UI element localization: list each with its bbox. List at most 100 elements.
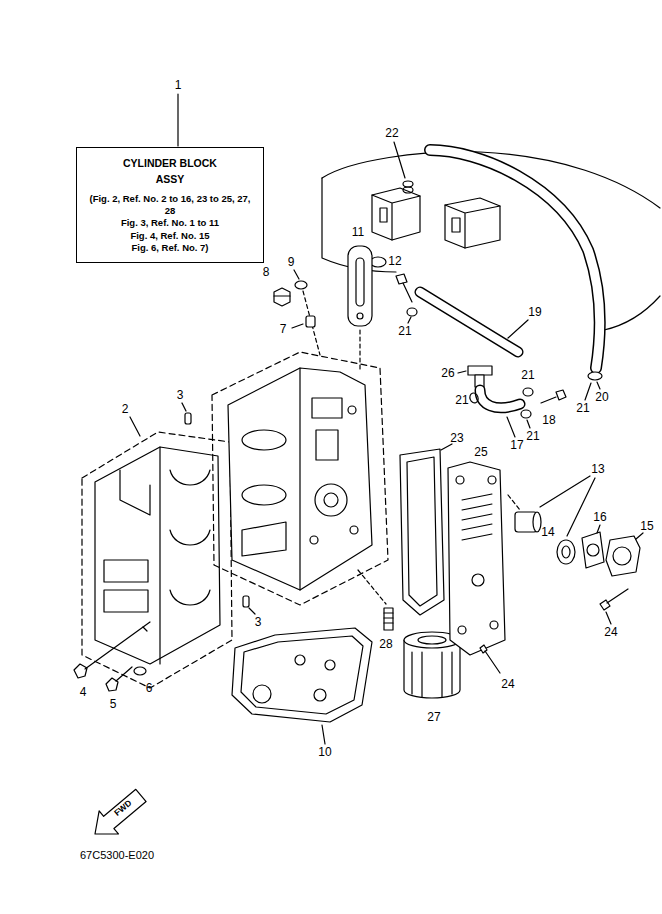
exhaust-cover bbox=[456, 476, 464, 484]
parts-illustration bbox=[74, 94, 660, 845]
cylinder-block bbox=[316, 430, 338, 460]
exhaust-cover bbox=[485, 651, 500, 673]
callout-number: 16 bbox=[593, 511, 606, 523]
hose bbox=[480, 390, 520, 408]
powerhead-top bbox=[452, 218, 460, 232]
powerhead-top bbox=[403, 187, 413, 193]
crankcase bbox=[95, 447, 220, 664]
t-joint bbox=[458, 371, 466, 373]
cylinder-block bbox=[212, 352, 388, 605]
bolt bbox=[541, 390, 566, 403]
exhaust-cover bbox=[462, 494, 492, 540]
cylinder-block bbox=[212, 352, 388, 605]
hose bbox=[430, 150, 600, 368]
cylinder-block bbox=[228, 368, 372, 590]
thermostat-cover bbox=[636, 533, 643, 539]
direction-arrow bbox=[85, 784, 150, 846]
direction-label: FWD bbox=[113, 799, 133, 818]
callout-number: 24 bbox=[501, 678, 514, 690]
oil-filter bbox=[421, 652, 422, 697]
bracket bbox=[359, 330, 360, 372]
bolt bbox=[541, 397, 556, 403]
gasket bbox=[400, 449, 444, 615]
dowel-pin bbox=[243, 596, 249, 607]
crankcase bbox=[170, 470, 210, 485]
hose bbox=[507, 417, 515, 437]
callout-number: 19 bbox=[528, 306, 541, 318]
stud bbox=[384, 608, 393, 630]
heading-text: CYLINDER BLOCK ASSY bbox=[114, 156, 226, 188]
washer bbox=[134, 667, 146, 675]
powerhead-top bbox=[403, 181, 413, 187]
gasket bbox=[232, 628, 372, 722]
exhaust-cover bbox=[448, 462, 520, 673]
hose bbox=[585, 383, 591, 400]
seal-ring bbox=[562, 546, 570, 558]
cylinder-block bbox=[242, 522, 286, 556]
callout-number: 14 bbox=[541, 526, 554, 538]
washer bbox=[134, 667, 146, 675]
crankcase bbox=[170, 590, 210, 605]
hose-clamp bbox=[527, 420, 530, 428]
bolt bbox=[74, 664, 87, 678]
hose bbox=[420, 292, 518, 352]
cylinder-block bbox=[315, 484, 347, 516]
seal-ring bbox=[557, 540, 575, 564]
bracket bbox=[357, 313, 363, 319]
bolt bbox=[403, 283, 412, 302]
callout-number: 17 bbox=[510, 439, 523, 451]
thermostat bbox=[567, 478, 595, 536]
gasket bbox=[582, 525, 604, 568]
hose bbox=[480, 390, 520, 408]
gasket bbox=[314, 689, 326, 701]
bolt bbox=[74, 622, 150, 691]
t-joint bbox=[458, 366, 492, 387]
callout-number: 21 bbox=[455, 394, 468, 406]
callout-number: 24 bbox=[604, 626, 617, 638]
callout-number: 28 bbox=[379, 638, 392, 650]
washer bbox=[295, 281, 307, 289]
gasket bbox=[253, 685, 271, 703]
hose bbox=[508, 320, 528, 338]
crankcase bbox=[82, 417, 232, 688]
cylinder-block bbox=[299, 368, 300, 590]
thermostat-cover bbox=[606, 536, 640, 576]
stud bbox=[384, 608, 393, 630]
callout-number: 4 bbox=[80, 686, 87, 698]
powerhead-top bbox=[604, 296, 660, 330]
crankcase bbox=[104, 560, 148, 582]
callout-number: 21 bbox=[526, 430, 539, 442]
cylinder-block bbox=[348, 406, 356, 414]
dowel-pin bbox=[182, 403, 186, 411]
crankcase bbox=[120, 470, 150, 515]
oil-filter bbox=[411, 652, 412, 694]
hose-clamp bbox=[469, 392, 480, 404]
callout-number: 26 bbox=[441, 367, 454, 379]
callout-number: 8 bbox=[263, 266, 270, 278]
callout-number: 3 bbox=[255, 616, 262, 628]
dowel-pin bbox=[185, 413, 191, 424]
diagram-code: 67C5300-E020 bbox=[80, 850, 154, 861]
exhaust-cover bbox=[448, 462, 505, 655]
bolt bbox=[396, 274, 407, 284]
hose bbox=[597, 382, 600, 389]
callout-number: 18 bbox=[542, 414, 555, 426]
reference-note: Fig. 6, Ref. No. 7) bbox=[85, 242, 255, 254]
callout-number: 27 bbox=[427, 711, 440, 723]
oil-filter bbox=[441, 652, 442, 697]
cylinder-block bbox=[242, 430, 286, 450]
powerhead-top bbox=[380, 208, 387, 222]
gasket bbox=[325, 660, 335, 670]
thermostat bbox=[540, 476, 590, 507]
callout-number: 10 bbox=[318, 746, 331, 758]
powerhead-top bbox=[445, 198, 500, 248]
callout-number: 3 bbox=[177, 389, 184, 401]
powerhead-top bbox=[445, 205, 500, 248]
bracket bbox=[348, 246, 372, 326]
bolt bbox=[396, 274, 412, 302]
callout-number: 13 bbox=[591, 463, 604, 475]
leader-line bbox=[177, 94, 178, 146]
stud bbox=[384, 622, 393, 623]
bolt bbox=[606, 612, 611, 624]
thermostat bbox=[515, 476, 595, 536]
